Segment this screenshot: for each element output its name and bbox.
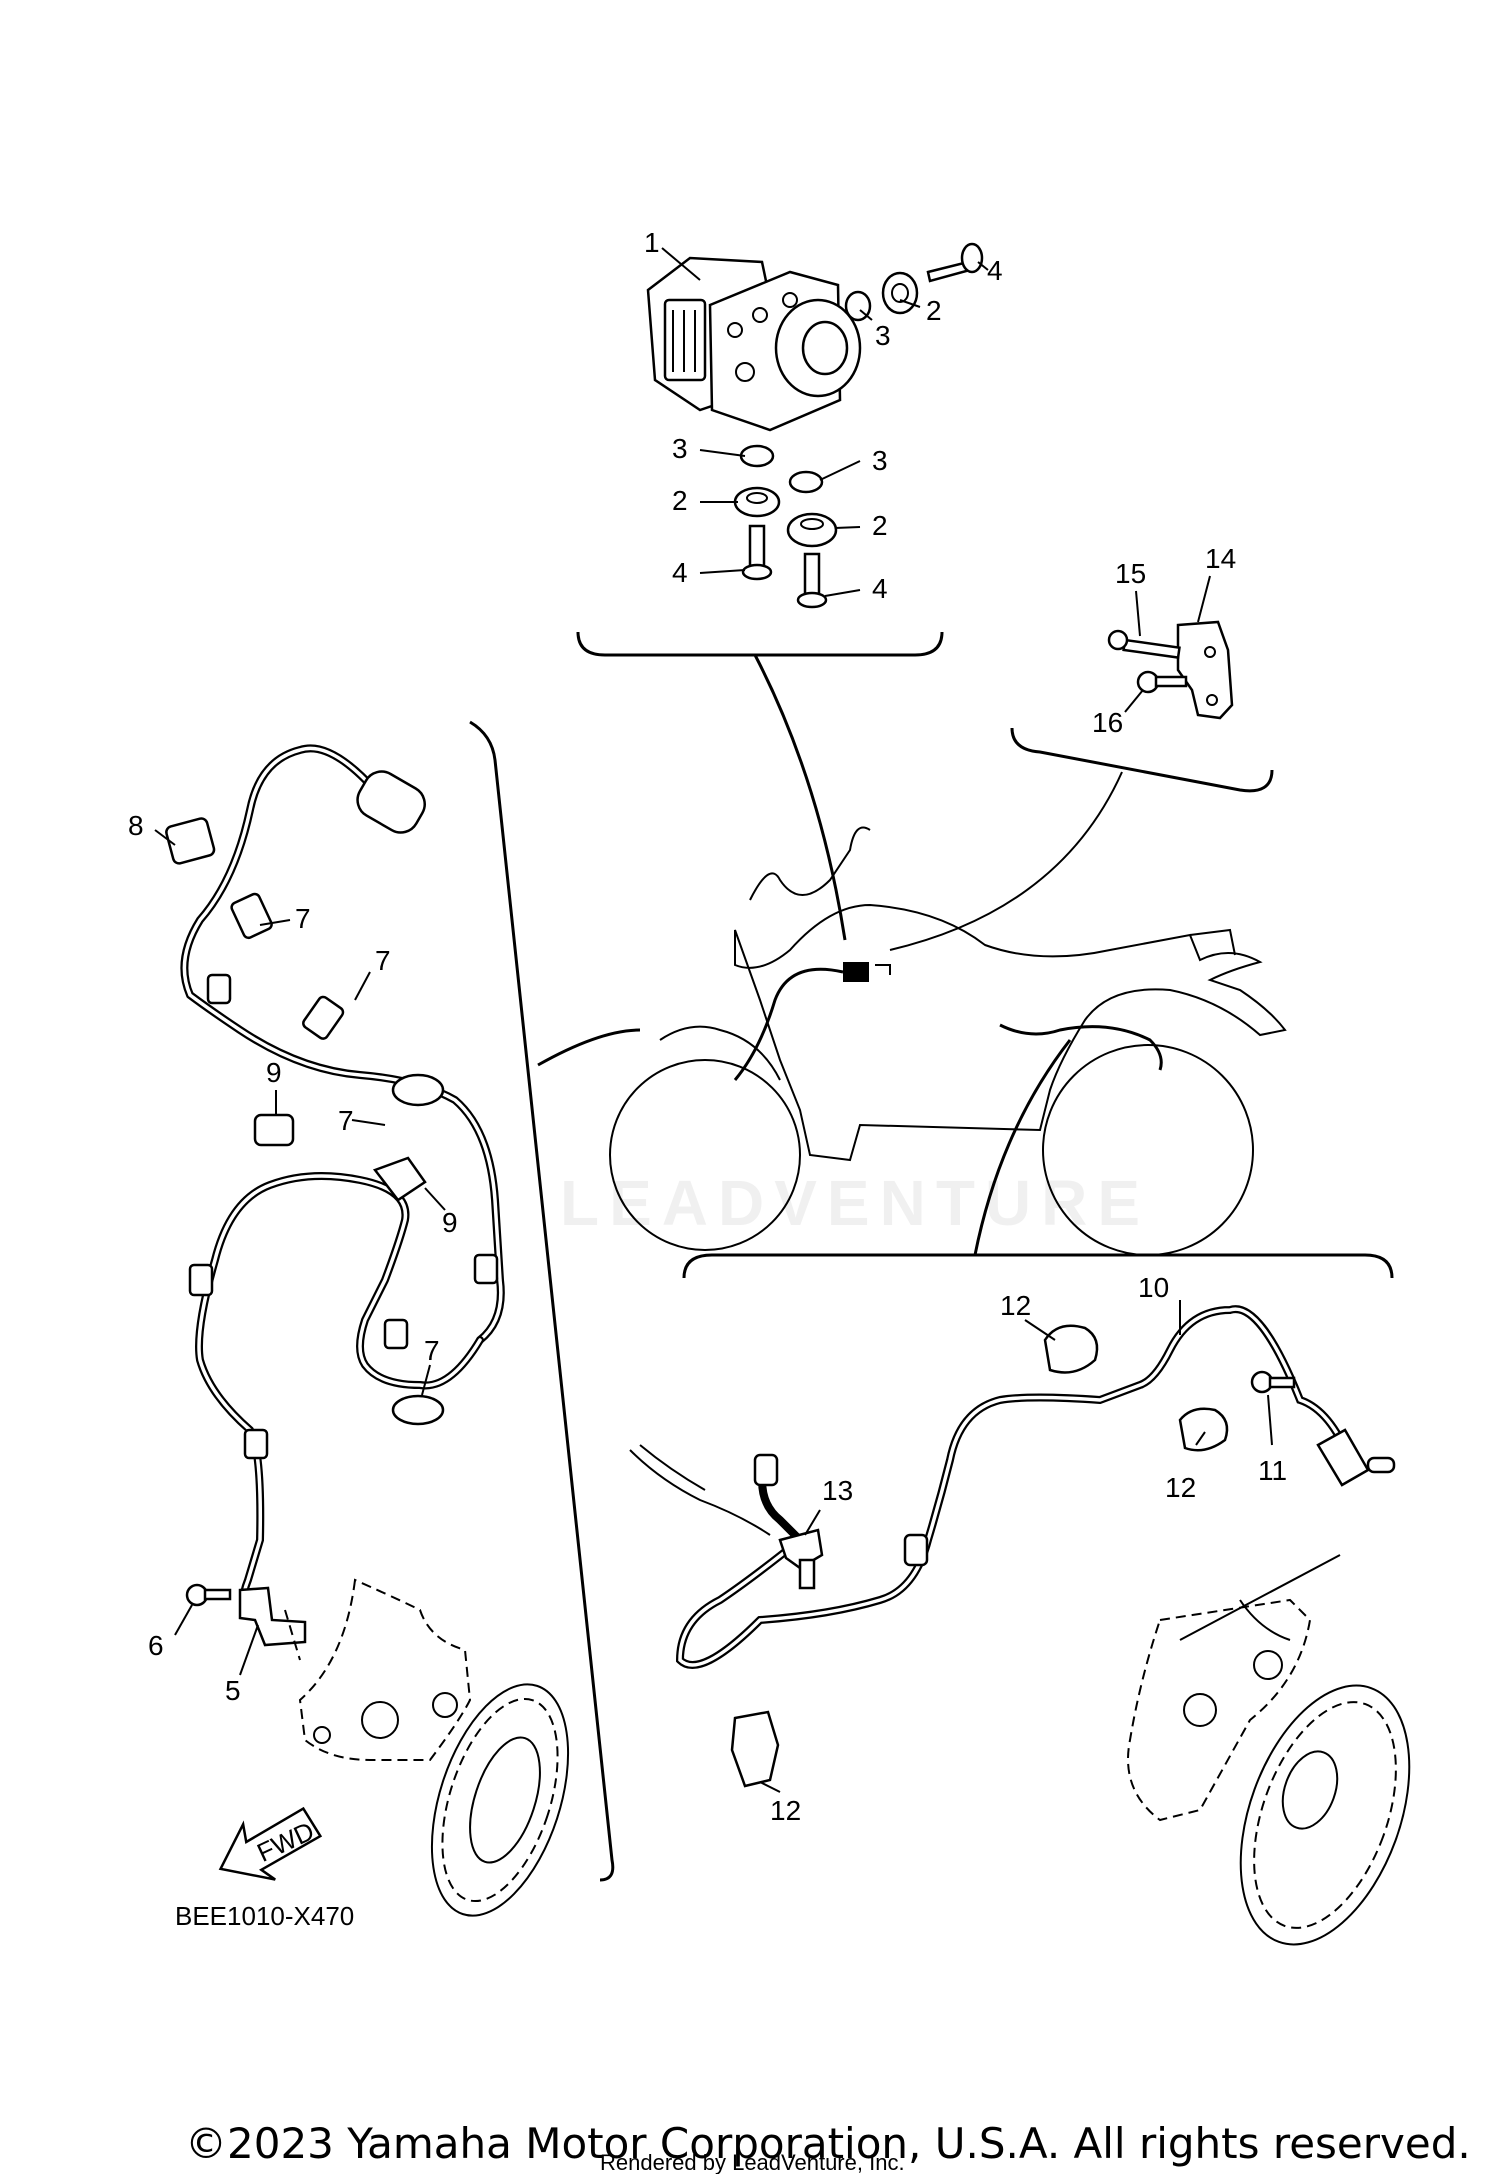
abs-mount-fasteners — [733, 242, 984, 609]
rear-section-bracket — [682, 1253, 1394, 1279]
leader-lines — [154, 247, 1273, 1793]
callout-3: 3 — [672, 433, 688, 464]
callout-2: 2 — [926, 295, 942, 326]
callout-10: 10 — [1138, 1272, 1169, 1303]
callout-7: 7 — [424, 1335, 440, 1366]
rear-caliper-and-disc — [1127, 1554, 1411, 1946]
callout-7: 7 — [295, 903, 311, 934]
callout-4: 4 — [987, 255, 1003, 286]
rear-sensor-harness — [629, 1305, 1396, 1669]
callout-2: 2 — [672, 485, 688, 516]
rear-link-line — [973, 1039, 1072, 1256]
rear-clamps-and-bolts — [730, 1324, 1296, 1788]
callout-labels: 1 2 3 4 3 2 4 3 2 4 15 14 16 8 7 7 9 7 9… — [128, 227, 1287, 1826]
callout-9: 9 — [266, 1057, 282, 1088]
callout-6: 6 — [148, 1630, 164, 1661]
copyright-notice: ©2023 Yamaha Motor Corporation, U.S.A. A… — [185, 2119, 1471, 2168]
callout-8: 8 — [128, 810, 144, 841]
callout-12: 12 — [1000, 1290, 1031, 1321]
fwd-arrow: FWD — [218, 1806, 323, 1881]
callout-12: 12 — [770, 1795, 801, 1826]
front-link-line — [537, 1028, 641, 1067]
callout-7: 7 — [375, 945, 391, 976]
front-clamps-and-holders — [165, 817, 445, 1647]
front-section-divider — [469, 720, 615, 1882]
callout-4: 4 — [672, 557, 688, 588]
sensor-bracket — [1107, 620, 1234, 720]
callout-4: 4 — [872, 573, 888, 604]
watermark-text: LEADVENTURE — [560, 1167, 1150, 1239]
callout-3: 3 — [875, 320, 891, 351]
callout-16: 16 — [1092, 707, 1123, 738]
callout-11: 11 — [1258, 1455, 1287, 1486]
abs-hydraulic-unit — [646, 256, 862, 432]
front-sensor-harness — [180, 744, 505, 1619]
diagram-code: BEE1010-X470 — [175, 1901, 354, 1931]
callout-7: 7 — [338, 1105, 354, 1136]
callout-1: 1 — [644, 227, 660, 258]
abs-section-bracket — [576, 631, 944, 657]
motorcycle-silhouette — [609, 826, 1287, 1256]
callout-15: 15 — [1115, 558, 1146, 589]
front-caliper-and-disc — [284, 1578, 570, 1917]
callout-5: 5 — [225, 1675, 241, 1706]
callout-3: 3 — [872, 445, 888, 476]
bracket-section-bracket — [1010, 727, 1274, 793]
callout-14: 14 — [1205, 543, 1236, 574]
callout-13: 13 — [822, 1475, 853, 1506]
callout-12: 12 — [1165, 1472, 1196, 1503]
callout-9: 9 — [442, 1207, 458, 1238]
callout-2: 2 — [872, 510, 888, 541]
bracket-link-line — [889, 771, 1123, 951]
rendered-by-notice: Rendered by LeadVenture, Inc. — [600, 2150, 905, 2174]
abs-link-line — [753, 654, 847, 941]
